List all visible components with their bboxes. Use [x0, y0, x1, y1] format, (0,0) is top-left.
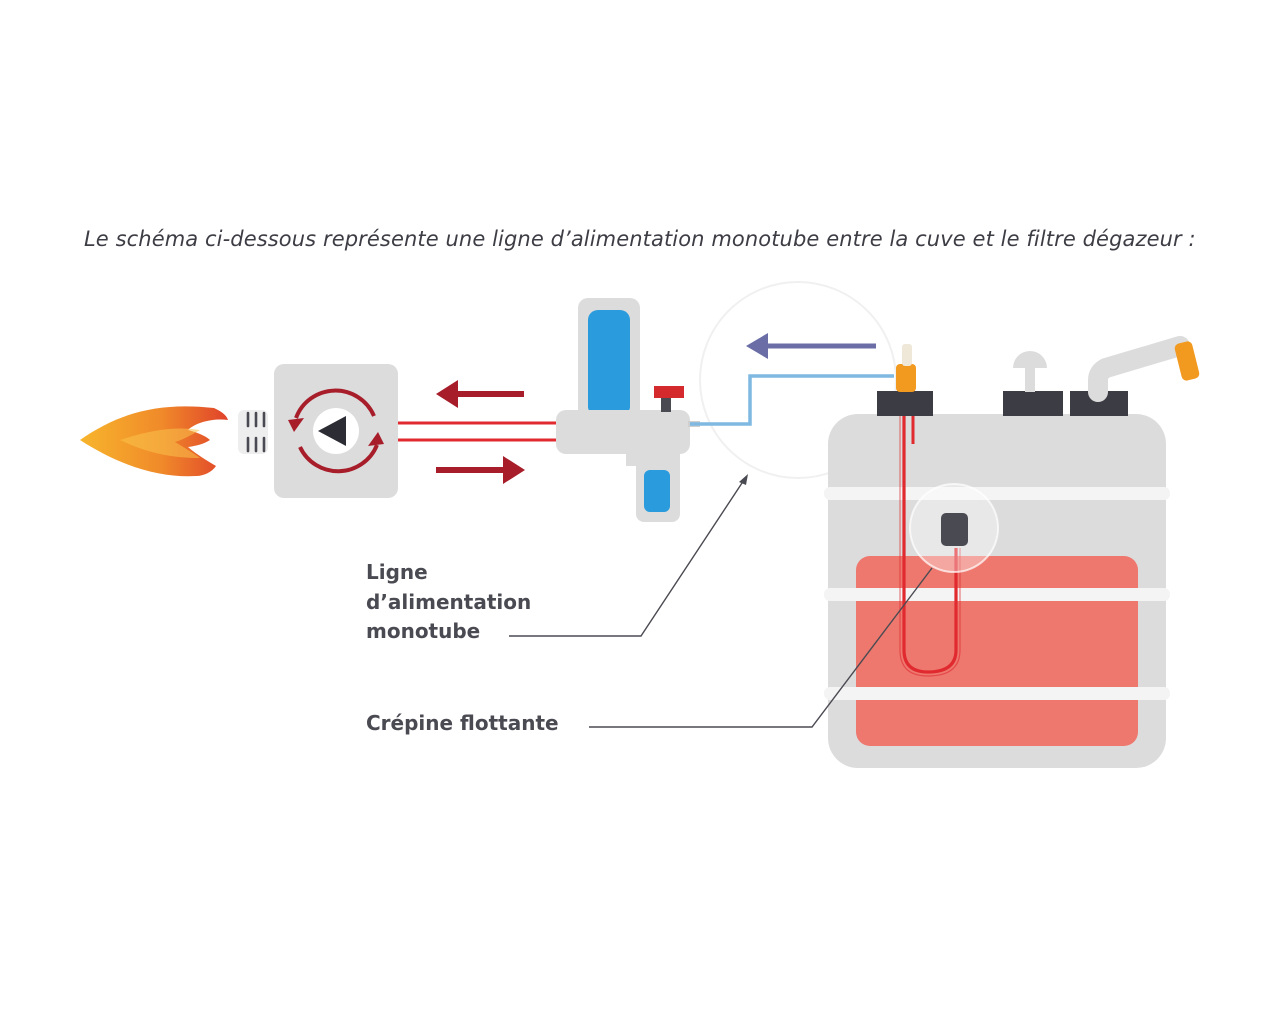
leader-line-monotube	[509, 479, 745, 637]
degassing-filter-icon	[556, 298, 700, 522]
return-arrow-icon	[746, 333, 876, 359]
intro-text: Le schéma ci-dessous représente une lign…	[84, 227, 1196, 251]
pump-icon	[274, 364, 398, 498]
flow-arrow-icon	[436, 380, 525, 484]
supply-pipes	[398, 421, 560, 442]
label-ligne-line3: monotube	[366, 619, 481, 643]
label-ligne-alimentation-monotube: Ligne d’alimentation monotube	[366, 558, 586, 647]
flame-icon	[80, 406, 228, 477]
leader-line-crepine	[589, 567, 933, 728]
label-crepine-flottante: Crépine flottante	[366, 711, 559, 735]
monotube-line	[690, 374, 894, 426]
label-ligne-line2: d’alimentation	[366, 589, 532, 614]
fuel-tank-icon	[824, 336, 1200, 768]
nozzle-icon	[238, 410, 268, 454]
floating-strainer-icon	[941, 513, 968, 546]
label-ligne-line1: Ligne	[366, 560, 428, 584]
